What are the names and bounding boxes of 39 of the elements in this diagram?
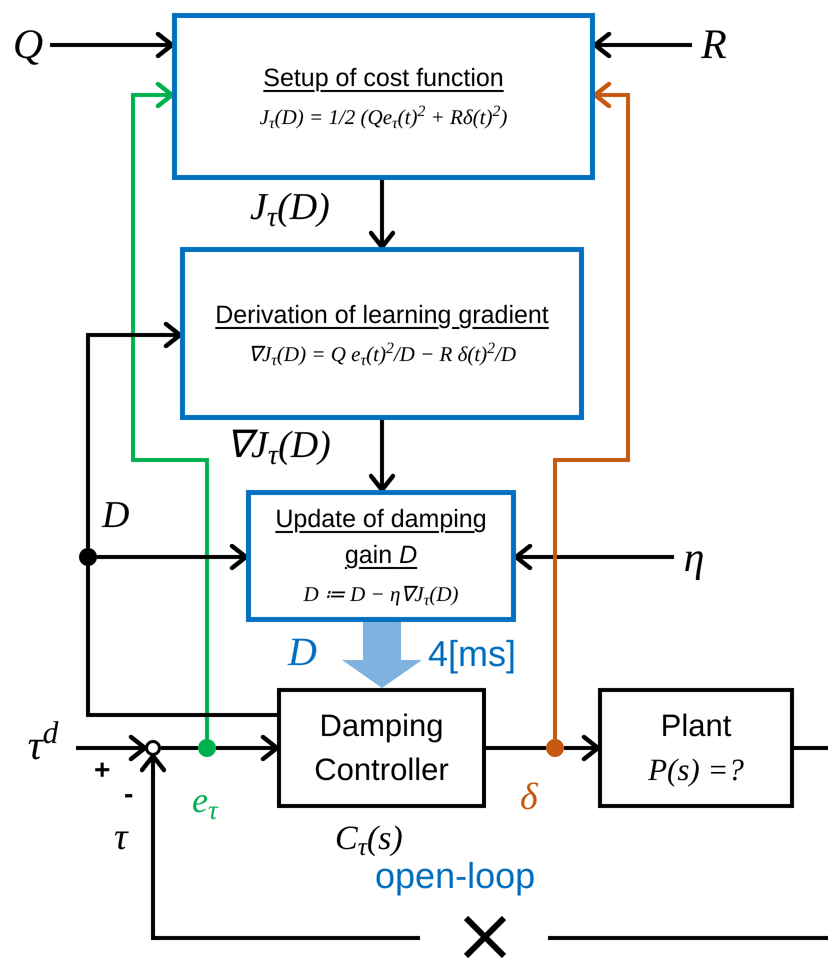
signal-label: δ: [520, 778, 538, 816]
box-heading: Derivation of learning gradient: [214, 300, 550, 331]
summing-junction: [145, 740, 161, 756]
sign-label: +: [94, 756, 110, 784]
transfer-function-label: C$_{τ}$(s): [335, 822, 403, 856]
signal-arrow: [97, 544, 248, 570]
block-arrow: [342, 622, 422, 688]
block-title: Plant: [660, 707, 732, 745]
box-heading: Setup of cost function: [262, 62, 505, 94]
signal-arrow: [553, 82, 630, 739]
signal-label: D: [102, 496, 130, 534]
signal-arrow: [140, 754, 828, 940]
transfer-function: P(s) =?: [648, 751, 744, 789]
sampling-period-label: 4[ms]: [428, 636, 516, 672]
signal-label: e$_{τ}$: [192, 782, 218, 818]
formula: J$_{τ}$(D) = 1/2 (Qe$_{τ}$(t)$^{2}$ + Rδ(t)$^{2}$): [260, 102, 508, 134]
signal-arrow: [368, 180, 396, 250]
box-heading: Update of damping gain D: [274, 504, 488, 572]
formula: D ≔ D − η∇J$_{τ}$(D): [303, 581, 459, 611]
signal-label: Q: [6, 20, 50, 70]
formula: ∇J$_{τ}$(D) = Q e$_{τ}$(t)$^{2}$/D − R δ(t)$^{2}$/D: [248, 338, 516, 370]
signal-arrow: [368, 420, 396, 492]
signal-label: τ$^{d}$: [10, 718, 76, 774]
process-box: [246, 490, 516, 622]
process-box: [180, 247, 584, 420]
sign-label: -: [124, 780, 134, 808]
block-title: Damping Controller: [313, 707, 450, 789]
signal-label: η: [674, 530, 714, 586]
signal-arrow: [76, 734, 148, 762]
signal-arrow: [564, 734, 600, 762]
signal-label: R: [692, 20, 736, 70]
block-box: [277, 688, 486, 808]
signal-arrow: [216, 734, 280, 762]
process-box: [172, 13, 595, 180]
open-loop-label: open-loop: [375, 858, 536, 894]
signal-arrow: [50, 32, 174, 58]
signal-arrow: [86, 322, 182, 548]
signal-arrow: [131, 82, 209, 739]
block-box: [598, 688, 794, 808]
